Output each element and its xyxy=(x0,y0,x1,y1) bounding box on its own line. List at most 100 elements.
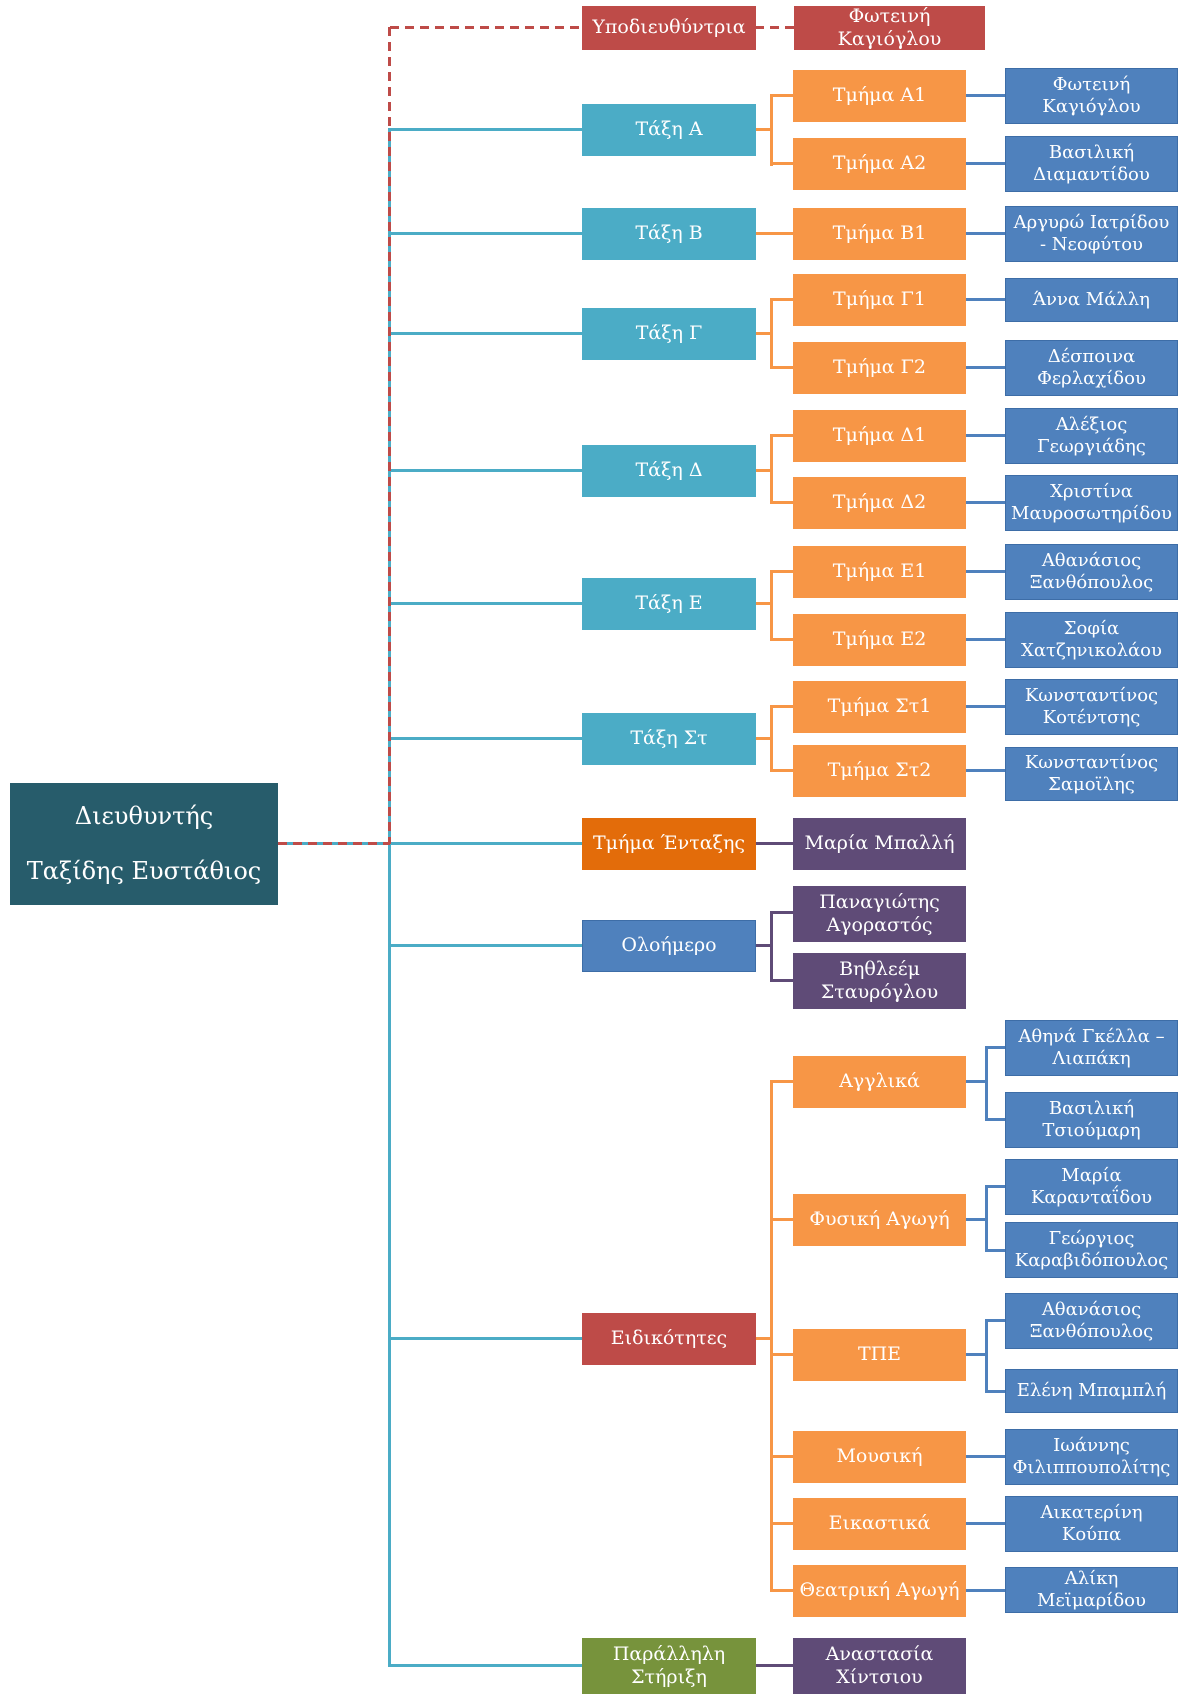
class-st-box: Τάξη Στ xyxy=(582,713,756,765)
connector-c-riser xyxy=(770,299,773,369)
connector-teacher-c2 xyxy=(966,366,1005,369)
subject-english-box: Αγγλικά xyxy=(793,1056,966,1108)
class-c-box: Τάξη Γ xyxy=(582,308,756,360)
connector-spec-pe xyxy=(770,1218,793,1221)
connector-st-stub xyxy=(756,737,773,740)
connector-b1 xyxy=(756,232,793,235)
teacher-e2-box: Σοφία Χατζηνικολάου xyxy=(1005,612,1178,668)
section-c2-box: Τμήμα Γ2 xyxy=(793,342,966,394)
class-d-box: Τάξη Δ xyxy=(582,445,756,497)
connector-vice-vertical-dashed xyxy=(388,27,391,844)
section-st1-box: Τμήμα Στ1 xyxy=(793,681,966,733)
teacher-ict-2-box: Ελένη Μπαμπλή xyxy=(1005,1369,1178,1413)
parallel-support-teacher-box: Αναστασία Χίντσιου xyxy=(793,1638,966,1694)
connector-st1 xyxy=(770,705,793,708)
director-title: Διευθυντής xyxy=(74,801,214,830)
teacher-b1-box: Αργυρώ Ιατρίδου - Νεοφύτου xyxy=(1005,206,1178,262)
connector-st2 xyxy=(770,769,793,772)
class-a-box: Τάξη Α xyxy=(582,104,756,156)
connector-e2 xyxy=(770,638,793,641)
connector-d-stub xyxy=(756,469,773,472)
connector-allday-1 xyxy=(770,911,793,914)
all-day-teacher-1-box: Παναγιώτης Αγοραστός xyxy=(793,886,966,942)
connector-integration-teacher xyxy=(756,842,793,845)
teacher-english-2-box: Βασιλική Τσιούμαρη xyxy=(1005,1092,1178,1148)
teacher-st1-box: Κωνσταντίνος Κοτέντσης xyxy=(1005,679,1178,735)
connector-teacher-d1 xyxy=(966,434,1005,437)
connector-a-stub xyxy=(756,128,773,131)
connector-drama-teacher xyxy=(966,1589,1005,1592)
section-b1-box: Τμήμα Β1 xyxy=(793,208,966,260)
specialties-box: Ειδικότητες xyxy=(582,1313,756,1365)
subject-music-box: Μουσική xyxy=(793,1431,966,1483)
teacher-d1-box: Αλέξιος Γεωργιάδης xyxy=(1005,408,1178,464)
teacher-d2-box: Χριστίνα Μαυροσωτηρίδου xyxy=(1005,475,1178,531)
subject-art-box: Εικαστικά xyxy=(793,1498,966,1550)
subject-drama-box: Θεατρική Αγωγή xyxy=(793,1565,966,1617)
connector-a1 xyxy=(770,94,793,97)
connector-teacher-b1 xyxy=(966,232,1005,235)
connector-teacher-a2 xyxy=(966,162,1005,165)
connector-pe-riser xyxy=(985,1186,988,1252)
director-box: Διευθυντής Ταξίδης Ευστάθιος xyxy=(10,783,278,905)
connector-vice-name-dashed xyxy=(755,26,794,29)
connector-a-riser xyxy=(770,95,773,166)
subject-pe-box: Φυσική Αγωγή xyxy=(793,1194,966,1246)
teacher-st2-box: Κωνσταντίνος Σαμοϊλης xyxy=(1005,747,1178,801)
connector-spec-stub xyxy=(756,1337,773,1340)
section-c1-box: Τμήμα Γ1 xyxy=(793,274,966,326)
section-a2-box: Τμήμα Α2 xyxy=(793,138,966,190)
teacher-pe-1-box: Μαρία Καρανταΐδου xyxy=(1005,1159,1178,1215)
connector-allday-2 xyxy=(770,979,793,982)
teacher-ict-1-box: Αθανάσιος Ξανθόπουλος xyxy=(1005,1293,1178,1349)
connector-parallel-teacher xyxy=(756,1664,793,1667)
connector-st-riser xyxy=(770,706,773,772)
section-e2-box: Τμήμα Ε2 xyxy=(793,614,966,666)
connector-branch-class-c xyxy=(388,332,582,335)
connector-e-stub xyxy=(756,602,773,605)
teacher-art-box: Αικατερίνη Κούπα xyxy=(1005,1496,1178,1552)
connector-pe-stub xyxy=(966,1218,988,1221)
connector-branch-class-b xyxy=(388,232,582,235)
connector-english-riser xyxy=(985,1047,988,1121)
connector-branch-integration xyxy=(278,842,582,845)
connector-branch-class-st xyxy=(388,737,582,740)
section-a1-box: Τμήμα Α1 xyxy=(793,70,966,122)
connector-teacher-c1 xyxy=(966,298,1005,301)
connector-spec-english xyxy=(770,1080,793,1083)
connector-trunk xyxy=(388,129,391,1667)
connector-spec-music xyxy=(770,1455,793,1458)
connector-spec-ict xyxy=(770,1353,793,1356)
connector-c2 xyxy=(770,366,793,369)
connector-branch-all-day xyxy=(388,944,582,947)
teacher-english-1-box: Αθηνά Γκέλλα – Λιαπάκη xyxy=(1005,1020,1178,1076)
connector-spec-art xyxy=(770,1522,793,1525)
vice-principal-box: Υποδιευθύντρια xyxy=(582,6,756,50)
connector-ict-riser xyxy=(985,1320,988,1393)
integration-box: Τμήμα Ένταξης xyxy=(582,818,756,870)
section-d1-box: Τμήμα Δ1 xyxy=(793,410,966,462)
connector-d1 xyxy=(770,434,793,437)
connector-branch-class-d xyxy=(388,469,582,472)
teacher-c1-box: Άννα Μάλλη xyxy=(1005,278,1178,322)
teacher-pe-2-box: Γεώργιος Καραβιδόπουλος xyxy=(1005,1222,1178,1278)
connector-spec-drama xyxy=(770,1589,793,1592)
connector-spec-riser xyxy=(770,1081,773,1592)
connector-teacher-e1 xyxy=(966,570,1005,573)
subject-ict-box: ΤΠΕ xyxy=(793,1329,966,1381)
connector-ict-2 xyxy=(985,1390,1005,1393)
connector-teacher-e2 xyxy=(966,638,1005,641)
connector-vice-horizontal-dashed xyxy=(390,26,582,29)
connector-ict-stub xyxy=(966,1353,988,1356)
teacher-c2-box: Δέσποινα Φερλαχίδου xyxy=(1005,340,1178,396)
all-day-box: Ολοήμερο xyxy=(582,920,756,972)
connector-pe-1 xyxy=(985,1185,1005,1188)
integration-teacher-box: Μαρία Μπαλλή xyxy=(793,818,966,870)
connector-d-riser xyxy=(770,435,773,504)
class-e-box: Τάξη Ε xyxy=(582,578,756,630)
connector-teacher-a1 xyxy=(966,94,1005,97)
connector-english-1 xyxy=(985,1046,1005,1049)
vice-principal-name-box: Φωτεινή Καγιόγλου xyxy=(794,5,985,50)
connector-branch-class-e xyxy=(388,602,582,605)
